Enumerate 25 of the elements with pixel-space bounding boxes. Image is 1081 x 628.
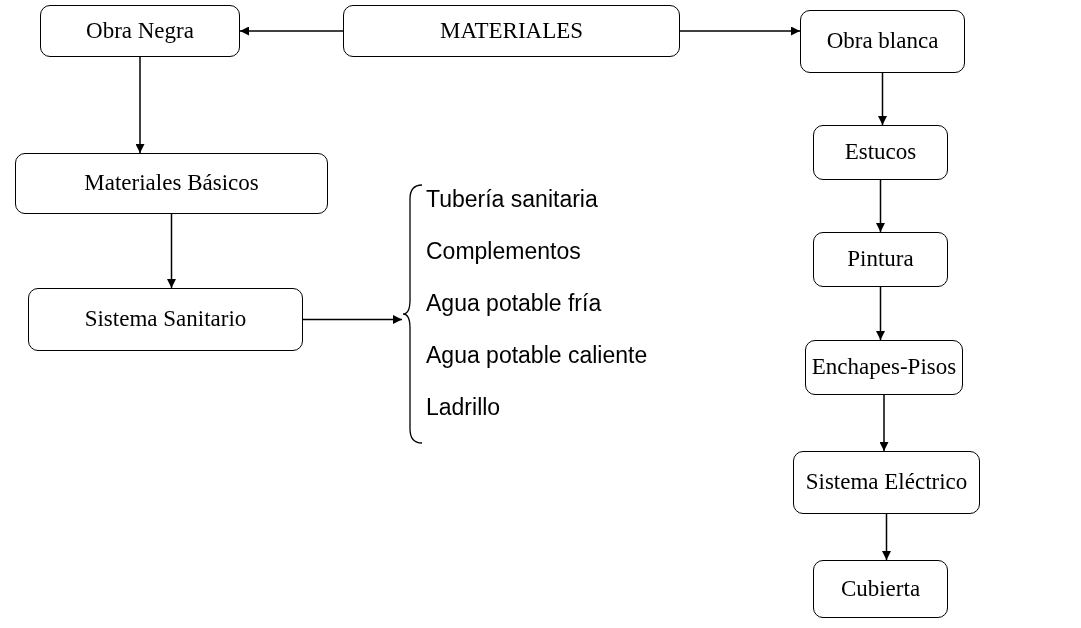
arrow [302,315,403,324]
list-item: Agua potable fría [426,289,603,318]
arrow [679,26,801,36]
list-item: Agua potable caliente [426,341,648,370]
list-item: Complementos [426,237,582,266]
process-box: Obra Negra [40,5,240,57]
arrow [879,394,889,452]
process-box: Estucos [813,125,948,180]
list-item: Ladrillo [426,393,502,422]
arrow [878,72,887,126]
arrow [135,56,145,154]
process-box: Sistema Eléctrico [793,451,980,514]
arrow [882,513,891,561]
process-box: MATERIALES [343,5,680,57]
arrow [239,26,344,36]
arrow [167,213,176,289]
arrow [876,286,885,341]
process-box: Obra blanca [800,10,965,73]
arrow [876,179,885,233]
process-box: Enchapes-Pisos [805,340,963,395]
process-box: Sistema Sanitario [28,288,303,351]
process-box: Materiales Básicos [15,153,328,214]
process-box: Cubierta [813,560,948,618]
list-item: Tubería sanitaria [426,185,599,214]
process-box: Pintura [813,232,948,287]
